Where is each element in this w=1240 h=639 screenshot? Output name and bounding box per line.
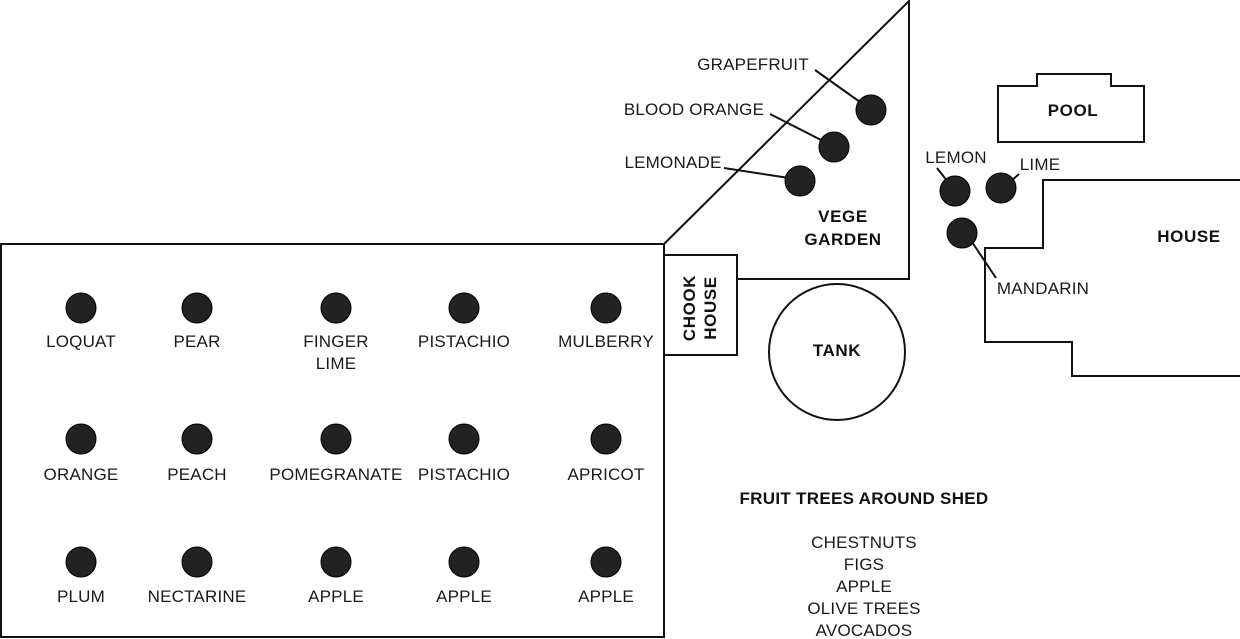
pool-label: POOL [1048,101,1099,120]
tree-marker [320,546,352,578]
orchard-tree: PLUM [57,546,105,606]
water-tank [768,283,906,421]
lemonade-leader [723,167,790,179]
tree-marker [65,546,97,578]
orchard-tree: NECTARINE [148,546,247,606]
orchard-tree: FINGER LIME [303,292,369,373]
tree-label: PISTACHIO [418,465,510,484]
shed-tree-item: APPLE [836,577,892,596]
lemonade-tree-marker [784,165,816,197]
grapefruit-leader [814,69,861,103]
shed-tree-item: AVOCADOS [816,621,913,639]
tree-label: POMEGRANATE [269,465,402,484]
tree-label: ORANGE [44,465,119,484]
orchard-tree: LOQUAT [46,292,116,351]
tree-label: PEAR [173,332,220,351]
blood-orange-label: BLOOD ORANGE [624,100,764,119]
tree-marker [320,292,352,324]
orchard-tree: ORANGE [44,423,119,484]
tree-label: APRICOT [568,465,645,484]
chook-house-label-line2: HOUSE [701,276,720,339]
chook-house-label-line1: CHOOK [680,275,699,341]
blood-orange-leader [769,113,826,143]
orchard-tree: APPLE [436,546,492,606]
orchard-tree: PEACH [167,423,227,484]
tree-label: APPLE [308,587,364,606]
blood-orange-tree-marker [818,131,850,163]
chook-house-boundary [663,254,738,356]
tree-marker [181,292,213,324]
mandarin-leader [971,241,997,279]
orchard-grid: LOQUAT PEAR FINGER LIME PISTACHIO MULBERRY ORA… [44,292,654,606]
mandarin-tree-marker [946,217,978,249]
tree-marker [590,546,622,578]
tree-marker [448,292,480,324]
mandarin-label: MANDARIN [997,279,1089,298]
orchard-tree: PISTACHIO [418,423,510,484]
grapefruit-label: GRAPEFRUIT [697,55,809,74]
tree-marker [448,546,480,578]
vege-garden-label-line2: GARDEN [804,230,881,249]
shed-trees-heading: FRUIT TREES AROUND SHED [739,489,988,508]
tree-marker [65,423,97,455]
tree-label: APPLE [436,587,492,606]
shed-tree-item: FIGS [844,555,884,574]
shed-trees-list: CHESTNUTS FIGS APPLE OLIVE TREES AVOCADOS [807,533,920,639]
orchard-tree: PISTACHIO [418,292,510,351]
house-outline [984,179,1240,377]
tree-label: NECTARINE [148,587,247,606]
orchard-tree: APPLE [308,546,364,606]
tree-label: PEACH [167,465,227,484]
orchard-tree: APPLE [578,546,634,606]
house-label: HOUSE [1157,227,1220,246]
orchard-boundary [0,243,665,638]
orchard-tree: POMEGRANATE [269,423,402,484]
lemonade-label: LEMONADE [624,153,721,172]
tree-marker [320,423,352,455]
shed-tree-item: CHESTNUTS [811,533,917,552]
lemon-tree-marker [939,175,971,207]
tree-marker [181,546,213,578]
grapefruit-tree-marker [855,94,887,126]
pool-outline [997,73,1145,143]
lime-tree-marker [985,172,1017,204]
tree-label: PLUM [57,587,105,606]
orchard-tree: PEAR [173,292,220,351]
tree-label: MULBERRY [558,332,654,351]
tree-label: APPLE [578,587,634,606]
tree-marker [590,423,622,455]
shed-tree-item: OLIVE TREES [807,599,920,618]
tree-marker [181,423,213,455]
tree-label: PISTACHIO [418,332,510,351]
tank-label: TANK [813,341,861,360]
tree-label: FINGER [303,332,368,351]
tree-marker [590,292,622,324]
tree-label: LOQUAT [46,332,116,351]
orchard-tree: APRICOT [568,423,645,484]
vege-garden-label-line1: VEGE [818,207,868,226]
tree-label-line2: LIME [316,354,356,373]
tree-marker [448,423,480,455]
lemon-label: LEMON [925,148,986,167]
tree-marker [65,292,97,324]
lime-label: LIME [1020,155,1060,174]
orchard-tree: MULBERRY [558,292,654,351]
